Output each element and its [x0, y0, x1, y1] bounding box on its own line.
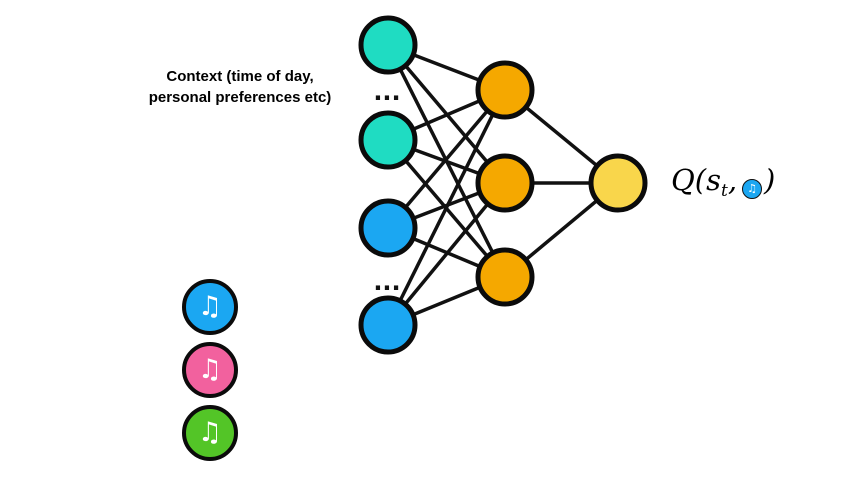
input-node-2: [358, 110, 418, 170]
music-note-glyph: ♫: [197, 416, 223, 448]
formula-prefix: Q(s: [671, 163, 721, 197]
input-node-1: [358, 15, 418, 75]
formula-close: ): [764, 163, 776, 197]
hidden-node-1: [475, 60, 535, 120]
edge-input-node-4-to-hidden-node-1: [386, 89, 507, 326]
formula-subscript: t: [720, 181, 728, 201]
music-icon-green: ♫: [182, 405, 238, 461]
music-icon-blue: ♫: [182, 279, 238, 335]
ellipsis-1: ...: [373, 78, 400, 106]
music-note-glyph: ♫: [197, 353, 223, 385]
formula-comma: ,: [727, 163, 738, 197]
context-label-line2: personal preferences etc): [148, 89, 332, 106]
input-node-4: [358, 295, 418, 355]
hidden-node-2: [475, 153, 535, 213]
edge-input-node-3-to-hidden-node-1: [386, 88, 507, 230]
hidden-node-3: [475, 247, 535, 307]
music-note-glyph: ♫: [197, 290, 223, 322]
edge-input-node-4-to-hidden-node-2: [386, 181, 507, 327]
music-note-glyph: ♫: [747, 182, 757, 195]
music-icon-pink: ♫: [182, 342, 238, 398]
context-label-line1: Context (time of day,: [166, 68, 314, 85]
output-node: [588, 153, 648, 213]
music-icon-small: ♫: [742, 179, 763, 199]
q-value-formula: Q(st, ♫): [671, 163, 776, 201]
input-node-3: [358, 198, 418, 258]
ellipsis-2: ...: [373, 268, 400, 296]
context-label: Context (time of day, personal preferenc…: [110, 66, 370, 108]
